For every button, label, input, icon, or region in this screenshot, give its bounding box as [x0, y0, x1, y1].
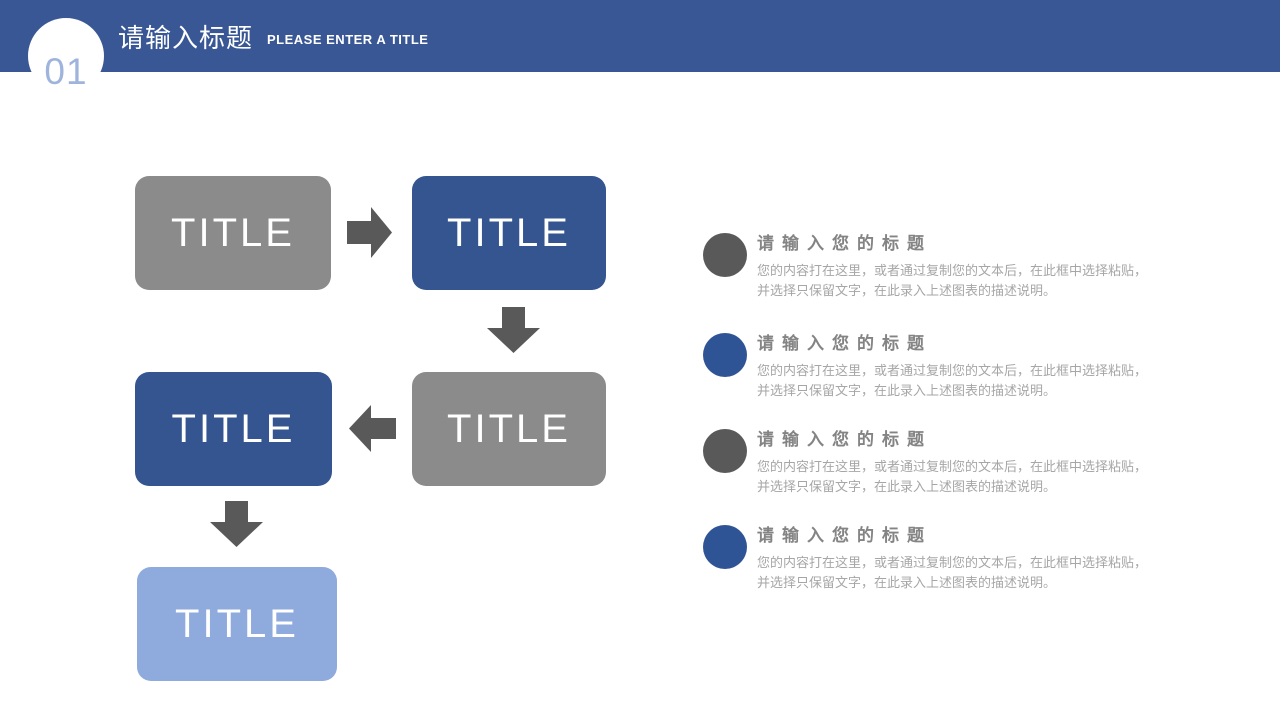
list-item-text: 请输入您的标题 您的内容打在这里，或者通过复制您的文本后，在此框中选择粘贴，并选… [757, 233, 1158, 300]
flow-box-5-label: TITLE [175, 601, 299, 646]
arrow-left-icon [349, 405, 396, 452]
list-item-text: 请输入您的标题 您的内容打在这里，或者通过复制您的文本后，在此框中选择粘贴，并选… [757, 333, 1158, 400]
list-item-title: 请输入您的标题 [757, 234, 932, 253]
flow-box-5: TITLE [137, 567, 337, 681]
list-item-body: 您的内容打在这里，或者通过复制您的文本后，在此框中选择粘贴，并选择只保留文字，在… [757, 263, 1148, 298]
list-item-body: 您的内容打在这里，或者通过复制您的文本后，在此框中选择粘贴，并选择只保留文字，在… [757, 555, 1148, 590]
list-item: 请输入您的标题 您的内容打在这里，或者通过复制您的文本后，在此框中选择粘贴，并选… [703, 429, 1158, 496]
header-text: 请输入标题 PLEASE ENTER A TITLE [118, 0, 428, 72]
list-item-body: 您的内容打在这里，或者通过复制您的文本后，在此框中选择粘贴，并选择只保留文字，在… [757, 459, 1148, 494]
slide-number-badge: 01 [28, 18, 104, 94]
bullet-circle-icon [703, 233, 747, 277]
list-item-body: 您的内容打在这里，或者通过复制您的文本后，在此框中选择粘贴，并选择只保留文字，在… [757, 363, 1148, 398]
flow-box-2: TITLE [412, 176, 606, 290]
list-item-text: 请输入您的标题 您的内容打在这里，或者通过复制您的文本后，在此框中选择粘贴，并选… [757, 429, 1158, 496]
arrow-down-icon [210, 501, 263, 547]
header-bar [0, 0, 1280, 72]
list-item: 请输入您的标题 您的内容打在这里，或者通过复制您的文本后，在此框中选择粘贴，并选… [703, 233, 1158, 300]
list-item: 请输入您的标题 您的内容打在这里，或者通过复制您的文本后，在此框中选择粘贴，并选… [703, 333, 1158, 400]
bullet-circle-icon [703, 333, 747, 377]
flow-box-3-label: TITLE [171, 406, 296, 451]
bullet-circle-icon [703, 525, 747, 569]
flow-box-1-label: TITLE [171, 210, 295, 255]
slide-number: 01 [44, 51, 88, 92]
list-item: 请输入您的标题 您的内容打在这里，或者通过复制您的文本后，在此框中选择粘贴，并选… [703, 525, 1158, 592]
list-item-title: 请输入您的标题 [757, 526, 932, 545]
flow-box-4-label: TITLE [447, 406, 571, 451]
list-item-title: 请输入您的标题 [757, 334, 932, 353]
arrow-down-icon [487, 307, 540, 353]
flow-box-1: TITLE [135, 176, 331, 290]
flow-box-4: TITLE [412, 372, 606, 486]
bullet-circle-icon [703, 429, 747, 473]
arrow-right-icon [347, 207, 392, 258]
page-subtitle: PLEASE ENTER A TITLE [267, 32, 429, 47]
list-item-text: 请输入您的标题 您的内容打在这里，或者通过复制您的文本后，在此框中选择粘贴，并选… [757, 525, 1158, 592]
flow-box-2-label: TITLE [447, 210, 571, 255]
list-item-title: 请输入您的标题 [757, 430, 932, 449]
flow-box-3: TITLE [135, 372, 332, 486]
page-title: 请输入标题 [118, 22, 254, 53]
